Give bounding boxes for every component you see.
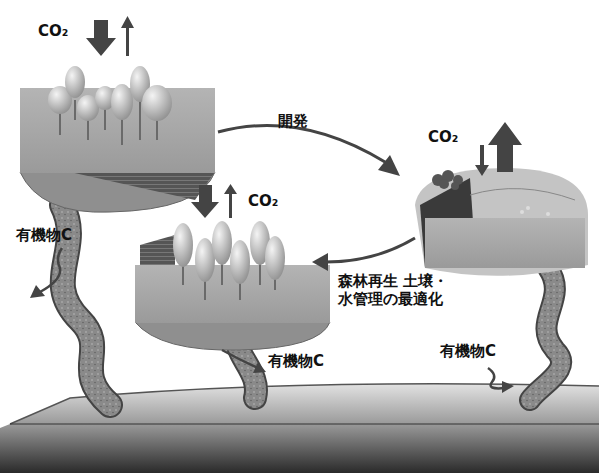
reforested-block (135, 221, 330, 350)
co2-flux-arrows (86, 16, 522, 218)
illustration-label: CO₂ (248, 192, 278, 210)
transition-arrows (218, 125, 415, 271)
organic-carbon-arrows (40, 248, 505, 388)
illustration-label: 開発 (278, 112, 308, 130)
illustration-label: 有機物C (16, 226, 72, 244)
illustration-label: CO₂ (38, 22, 68, 40)
illustration-label: CO₂ (428, 128, 458, 146)
illustration-label: 有機物C (440, 342, 496, 360)
forest-block (20, 66, 215, 212)
illustration-label: 有機物C (268, 352, 324, 370)
degraded-land-block (415, 168, 588, 276)
illustration-label: 森林再生 土壌・水管理の最適化 (338, 272, 518, 308)
